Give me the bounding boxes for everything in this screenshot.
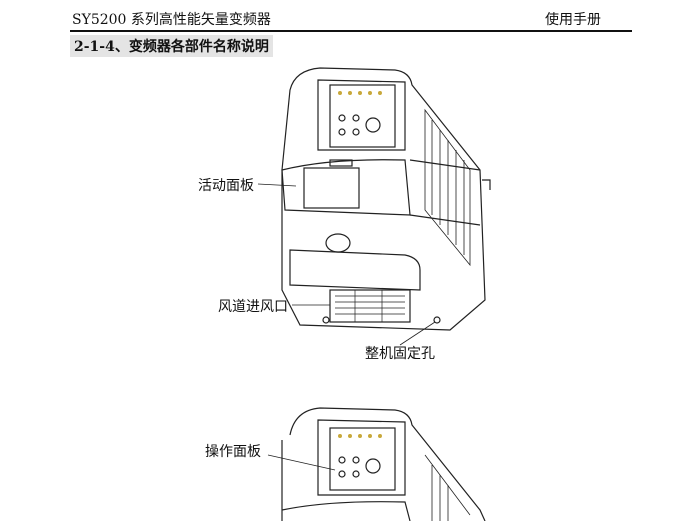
leader-lines-1: [257, 183, 436, 346]
label-air-inlet: 风道进风口: [218, 299, 288, 315]
label-operation-panel: 操作面板: [205, 444, 261, 460]
document-type: 使用手册: [545, 12, 601, 28]
inverter-drawing-1: [281, 67, 491, 331]
keypad-panel: [329, 84, 396, 148]
header-rule: [70, 30, 632, 32]
document-title: SY5200 系列高性能矢量变频器: [72, 12, 271, 28]
label-mounting-hole: 整机固定孔: [365, 346, 435, 362]
section-heading: 2-1-4、变频器各部件名称说明: [70, 35, 273, 57]
label-active-panel: 活动面板: [198, 178, 254, 194]
inverter-drawing-2: [267, 407, 486, 521]
